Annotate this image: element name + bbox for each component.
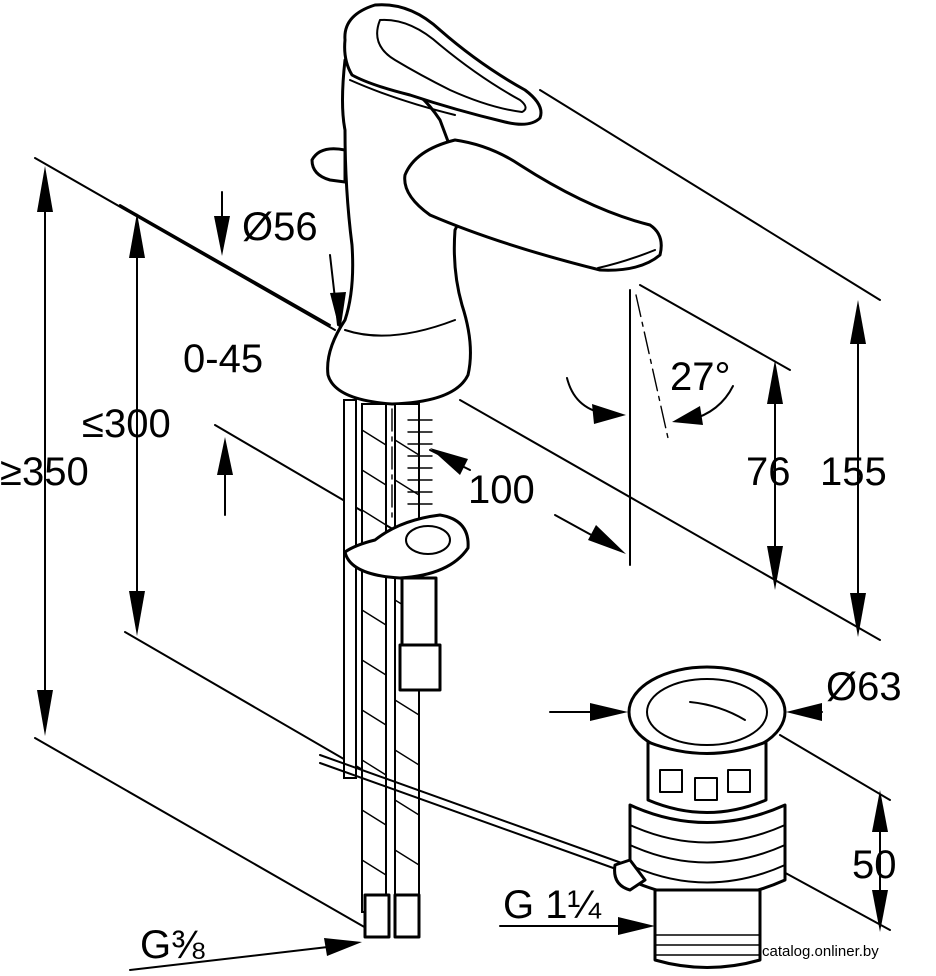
faucet [310, 3, 663, 939]
dimension-lines [37, 166, 888, 971]
dimension-labels: Ø56 0-45 ≤300 ≥350 100 76 155 27° Ø63 50… [0, 205, 902, 967]
label-waste-diameter: Ø63 [826, 665, 902, 709]
label-reach: 100 [468, 468, 535, 512]
label-swivel-range: 0-45 [183, 337, 263, 381]
label-waste-height: 50 [852, 843, 897, 887]
label-aerator-diameter: Ø56 [242, 205, 318, 249]
label-total-height: 155 [820, 450, 887, 494]
waste-valve [613, 665, 787, 969]
label-max-300: ≤300 [82, 402, 171, 446]
label-spray-angle: 27° [670, 355, 731, 399]
label-waste-thread: G 1¼ [503, 883, 601, 927]
label-spout-height: 76 [746, 450, 791, 494]
label-min-350: ≥350 [0, 450, 89, 494]
label-hose-thread: G⅜ [140, 923, 205, 967]
watermark: catalog.onliner.by [762, 943, 879, 960]
